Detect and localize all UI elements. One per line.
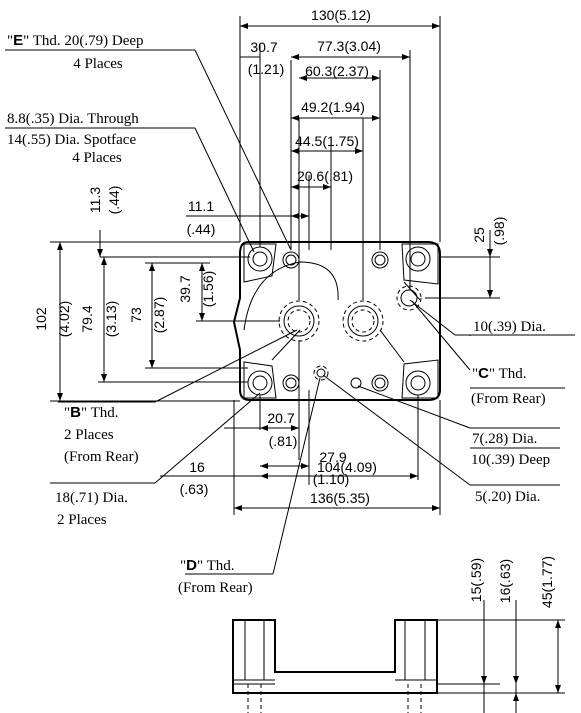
- ports: [278, 285, 422, 389]
- dim-11-1: 11.1: [188, 198, 214, 214]
- dim-49-2: 49.2(1.94): [301, 99, 365, 115]
- dim-63: (.63): [180, 481, 209, 497]
- dim-81: (.81): [269, 433, 298, 449]
- note-c-thread: "C" Thd.: [472, 365, 526, 382]
- dim-44b: (.44): [187, 221, 216, 237]
- note-c-rear: (From Rear): [471, 391, 546, 407]
- note-b-rear: (From Rear): [64, 449, 139, 465]
- body-outline: [232, 241, 441, 401]
- note-e-thread: "E" Thd. 20(.79) Deep: [7, 32, 144, 49]
- dim-73: 73: [128, 307, 144, 323]
- dim-39-7: 39.7: [177, 275, 193, 302]
- note-dia18-places: 2 Places: [57, 512, 107, 528]
- dim-20-7: 20.7: [267, 410, 294, 426]
- note-e-places: 4 Places: [73, 56, 123, 72]
- dim-30-7: 30.7: [250, 39, 277, 55]
- note-dia18: 18(.71) Dia.: [55, 490, 128, 506]
- dim-44-5: 44.5(1.75): [295, 133, 359, 149]
- dim-1-21: (1.21): [248, 61, 285, 77]
- dim-102: 102: [33, 307, 49, 331]
- note-b-thread: "B" Thd.: [64, 404, 118, 421]
- dim-136: 136(5.35): [310, 490, 370, 506]
- note-dia10: 10(.39) Dia.: [473, 319, 546, 335]
- note-through-places: 4 Places: [72, 150, 122, 166]
- dim-15: 15(.59): [468, 558, 484, 602]
- dim-1-10: (1.10): [313, 471, 350, 487]
- note-d-rear: (From Rear): [178, 580, 253, 596]
- note-deep10: 10(.39) Deep: [471, 452, 550, 468]
- dim-25: 25: [471, 227, 487, 243]
- note-spotface: 14(.55) Dia. Spotface: [7, 132, 136, 148]
- note-texts: "E" Thd. 20(.79) Deep 4 Places 8.8(.35) …: [7, 32, 550, 596]
- dim-16: 16: [189, 459, 205, 475]
- dim-77-3: 77.3(3.04): [317, 38, 381, 54]
- dimension-texts: 130(5.12) 30.7 (1.21) 77.3(3.04) 60.3(2.…: [33, 7, 555, 608]
- dim-79-4: 79.4: [79, 305, 95, 332]
- dim-2-87: (2.87): [151, 297, 167, 334]
- dim-44a: (.44): [106, 186, 122, 215]
- note-b-places: 2 Places: [64, 427, 114, 443]
- dim-98: (.98): [491, 217, 507, 246]
- dim-16b: 16(.63): [497, 559, 513, 603]
- dim-104: 104(4.09): [317, 459, 377, 475]
- leader-lines: [5, 49, 575, 575]
- dim-20-6: 20.6(.81): [297, 168, 353, 184]
- note-dia7: 7(.28) Dia.: [472, 431, 537, 447]
- dim-3-13: (3.13): [103, 301, 119, 338]
- note-through: 8.8(.35) Dia. Through: [7, 111, 139, 127]
- dim-4-02: (4.02): [56, 301, 72, 338]
- dim-27-9: 27.9: [319, 449, 346, 465]
- dim-130: 130(5.12): [311, 7, 371, 23]
- note-d-thread: "D" Thd.: [180, 557, 234, 574]
- note-dia5: 5(.20) Dia.: [475, 489, 540, 505]
- dimension-lines: [50, 16, 500, 515]
- dim-11-3: 11.3: [87, 187, 103, 213]
- dim-1-56: (1.56): [200, 271, 216, 308]
- side-view: [232, 600, 565, 713]
- dim-45: 45(1.77): [539, 556, 555, 608]
- dim-60-3: 60.3(2.37): [305, 63, 369, 79]
